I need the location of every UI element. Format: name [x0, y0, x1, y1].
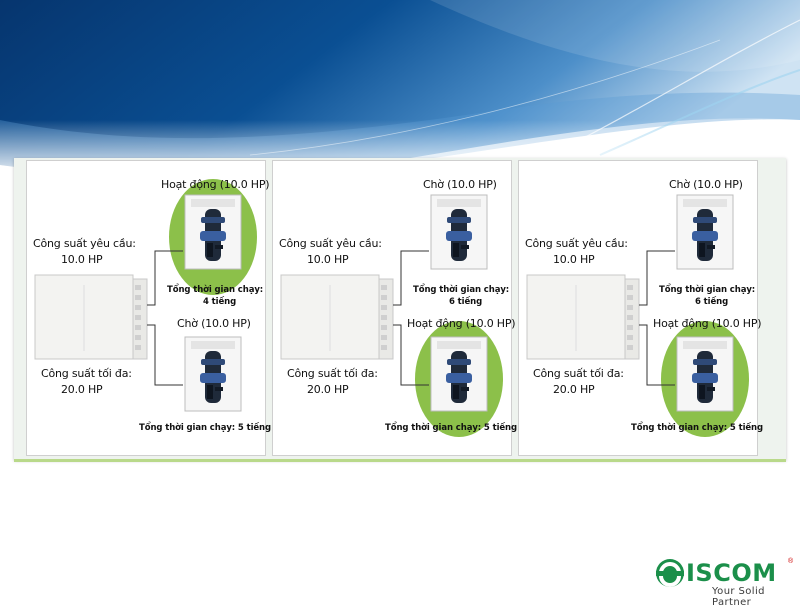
- top-runtime-label: Tổng thời gian chạy:: [167, 285, 264, 295]
- logo-tagline: Your Solid Partner: [712, 586, 765, 608]
- operation-panel-1: Công suất yêu cầu: 10.0 HP Công suất tối…: [26, 160, 271, 456]
- max-capacity-value: 20.0 HP: [61, 383, 103, 396]
- compressor-unit-icon: [676, 194, 734, 270]
- top-compressor-status: Hoạt động (10.0 HP): [161, 178, 270, 191]
- outdoor-unit-icon: [280, 274, 394, 360]
- required-capacity-value: 10.0 HP: [307, 253, 349, 266]
- top-compressor-status: Chờ (10.0 HP): [669, 178, 743, 191]
- logo-name: ISCOM: [686, 559, 777, 587]
- max-capacity-value: 20.0 HP: [307, 383, 349, 396]
- outdoor-unit-icon: [526, 274, 640, 360]
- compressor-unit-icon: [676, 336, 734, 412]
- compressor-unit-icon: [184, 336, 242, 412]
- bottom-runtime-label: Tổng thời gian chạy: 5 tiếng: [385, 423, 517, 433]
- top-runtime-value: 4 tiếng: [203, 297, 237, 307]
- bottom-runtime-label: Tổng thời gian chạy: 5 tiếng: [631, 423, 763, 433]
- required-capacity-label: Công suất yêu cầu:: [525, 237, 628, 250]
- required-capacity-label: Công suất yêu cầu:: [279, 237, 382, 250]
- bottom-compressor-status: Hoạt động (10.0 HP): [407, 317, 516, 330]
- max-capacity-label: Công suất tối đa:: [287, 367, 378, 380]
- compressor-unit-icon: [430, 194, 488, 270]
- connector-bottom: [639, 324, 675, 386]
- top-compressor-status: Chờ (10.0 HP): [423, 178, 497, 191]
- required-capacity-value: 10.0 HP: [61, 253, 103, 266]
- required-capacity-value: 10.0 HP: [553, 253, 595, 266]
- connector-top: [393, 250, 429, 306]
- connector-bottom: [393, 324, 429, 386]
- top-runtime-label: Tổng thời gian chạy:: [413, 285, 510, 295]
- siscom-logo: [656, 559, 684, 587]
- bottom-compressor-status: Chờ (10.0 HP): [177, 317, 251, 330]
- operation-panel-2: Công suất yêu cầu: 10.0 HP Công suất tối…: [272, 160, 517, 456]
- outdoor-unit-icon: [34, 274, 148, 360]
- top-runtime-label: Tổng thời gian chạy:: [659, 285, 756, 295]
- bottom-runtime-label: Tổng thời gian chạy: 5 tiếng: [139, 423, 271, 433]
- bottom-compressor-status: Hoạt động (10.0 HP): [653, 317, 762, 330]
- connector-top: [147, 250, 183, 306]
- max-capacity-value: 20.0 HP: [553, 383, 595, 396]
- compressor-unit-icon: [184, 194, 242, 270]
- operation-panel-3: Công suất yêu cầu: 10.0 HP Công suất tối…: [518, 160, 763, 456]
- strip-accent-line: [14, 459, 786, 462]
- connector-bottom: [147, 324, 183, 386]
- top-runtime-value: 6 tiếng: [695, 297, 729, 307]
- required-capacity-label: Công suất yêu cầu:: [33, 237, 136, 250]
- top-runtime-value: 6 tiếng: [449, 297, 483, 307]
- connector-top: [639, 250, 675, 306]
- logo-registered-mark: ®: [788, 558, 794, 565]
- max-capacity-label: Công suất tối đa:: [533, 367, 624, 380]
- compressor-unit-icon: [430, 336, 488, 412]
- max-capacity-label: Công suất tối đa:: [41, 367, 132, 380]
